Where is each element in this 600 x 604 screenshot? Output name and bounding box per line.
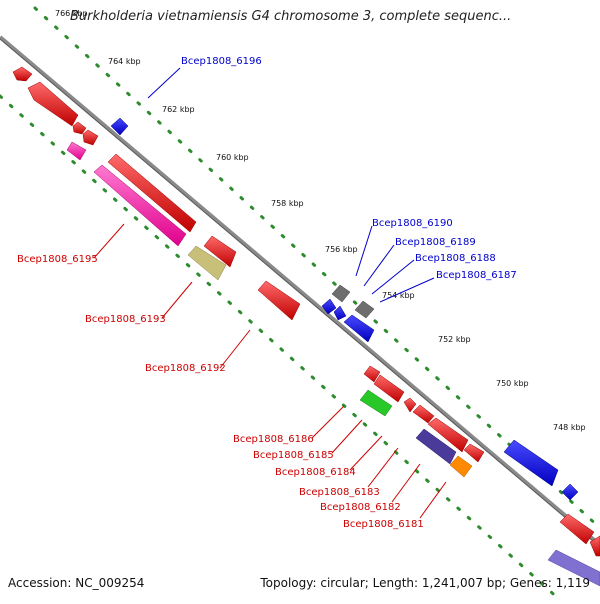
gene-feature[interactable] (561, 483, 579, 501)
gene-feature[interactable] (72, 121, 87, 135)
gene-feature[interactable] (547, 549, 600, 587)
gene-feature-bcep1808-6196[interactable] (110, 117, 129, 136)
gene-label-bcep1808-6192[interactable]: Bcep1808_6192 (145, 363, 226, 374)
tick-label-754: 754 kbp (382, 291, 415, 300)
gene-feature-bcep1808-6184[interactable] (412, 404, 435, 424)
tick-label-756: 756 kbp (325, 245, 358, 254)
gene-feature[interactable] (463, 443, 485, 463)
gene-label-bcep1808-6183[interactable]: Bcep1808_6183 (299, 487, 380, 498)
reverse-strand-genes (12, 66, 600, 587)
gene-label-bcep1808-6184[interactable]: Bcep1808_6184 (275, 467, 356, 478)
gene-feature[interactable] (107, 153, 197, 233)
outer-ring-ticks (33, 6, 600, 530)
gene-label-bcep1808-6196[interactable]: Bcep1808_6196 (181, 56, 262, 67)
gene-feature[interactable] (66, 141, 87, 161)
gene-feature-bcep1808-6186[interactable] (373, 374, 405, 403)
gene-feature[interactable] (12, 66, 33, 82)
gene-feature[interactable] (27, 81, 79, 127)
tick-label-766: 766 kbp (55, 9, 88, 18)
tick-label-752: 752 kbp (438, 335, 471, 344)
genome-summary-text: Topology: circular; Length: 1,241,007 bp… (260, 576, 590, 590)
gene-label-bcep1808-6190[interactable]: Bcep1808_6190 (372, 218, 453, 229)
gene-feature[interactable] (503, 439, 559, 487)
gene-feature[interactable] (363, 365, 381, 383)
tick-label-762: 762 kbp (162, 105, 195, 114)
label-leaders (93, 67, 447, 519)
inner-ring-ticks (0, 94, 562, 602)
gene-label-bcep1808-6195[interactable]: Bcep1808_6195 (17, 254, 98, 265)
gene-label-bcep1808-6181[interactable]: Bcep1808_6181 (343, 519, 424, 530)
gene-label-bcep1808-6185[interactable]: Bcep1808_6185 (253, 450, 334, 461)
map-title: Burkholderia vietnamiensis G4 chromosome… (70, 9, 512, 24)
gene-feature-bcep1808-6189[interactable] (354, 300, 375, 319)
gene-feature-bcep1808-6181[interactable] (449, 455, 473, 478)
gene-feature-bcep1808-6182[interactable] (415, 428, 457, 465)
gene-feature[interactable] (82, 129, 99, 146)
gene-label-bcep1808-6189[interactable]: Bcep1808_6189 (395, 237, 476, 248)
gene-label-bcep1808-6182[interactable]: Bcep1808_6182 (320, 502, 401, 513)
gene-label-bcep1808-6193[interactable]: Bcep1808_6193 (85, 314, 166, 325)
gene-feature-bcep1808-6192[interactable] (257, 280, 301, 321)
gene-label-bcep1808-6187[interactable]: Bcep1808_6187 (436, 270, 517, 281)
gene-feature-bcep1808-6188[interactable] (321, 298, 337, 315)
tick-label-748: 748 kbp (553, 423, 586, 432)
gene-feature[interactable] (203, 235, 237, 268)
gene-feature-bcep1808-6190[interactable] (331, 284, 351, 303)
backbone-shadow (0, 38, 600, 548)
gene-feature[interactable] (589, 535, 600, 557)
chromosome-backbone (0, 35, 600, 547)
gene-feature[interactable] (403, 397, 417, 413)
gene-feature-bcep1808-6183[interactable] (427, 417, 469, 453)
gene-feature[interactable] (333, 305, 347, 321)
gene-feature-bcep1808-6193[interactable] (187, 245, 227, 281)
gene-feature-bcep1808-6187[interactable] (343, 314, 375, 343)
tick-label-760: 760 kbp (216, 153, 249, 162)
accession-text: Accession: NC_009254 (8, 576, 145, 590)
forward-strand-genes (110, 117, 579, 501)
gene-feature-bcep1808-6185[interactable] (359, 389, 393, 417)
tick-label-750: 750 kbp (496, 379, 529, 388)
gene-label-bcep1808-6186[interactable]: Bcep1808_6186 (233, 434, 314, 445)
gene-feature-bcep1808-6195[interactable] (93, 164, 187, 247)
tick-label-758: 758 kbp (271, 199, 304, 208)
tick-label-764: 764 kbp (108, 57, 141, 66)
gene-feature[interactable] (559, 513, 595, 545)
gene-label-bcep1808-6188[interactable]: Bcep1808_6188 (415, 253, 496, 264)
